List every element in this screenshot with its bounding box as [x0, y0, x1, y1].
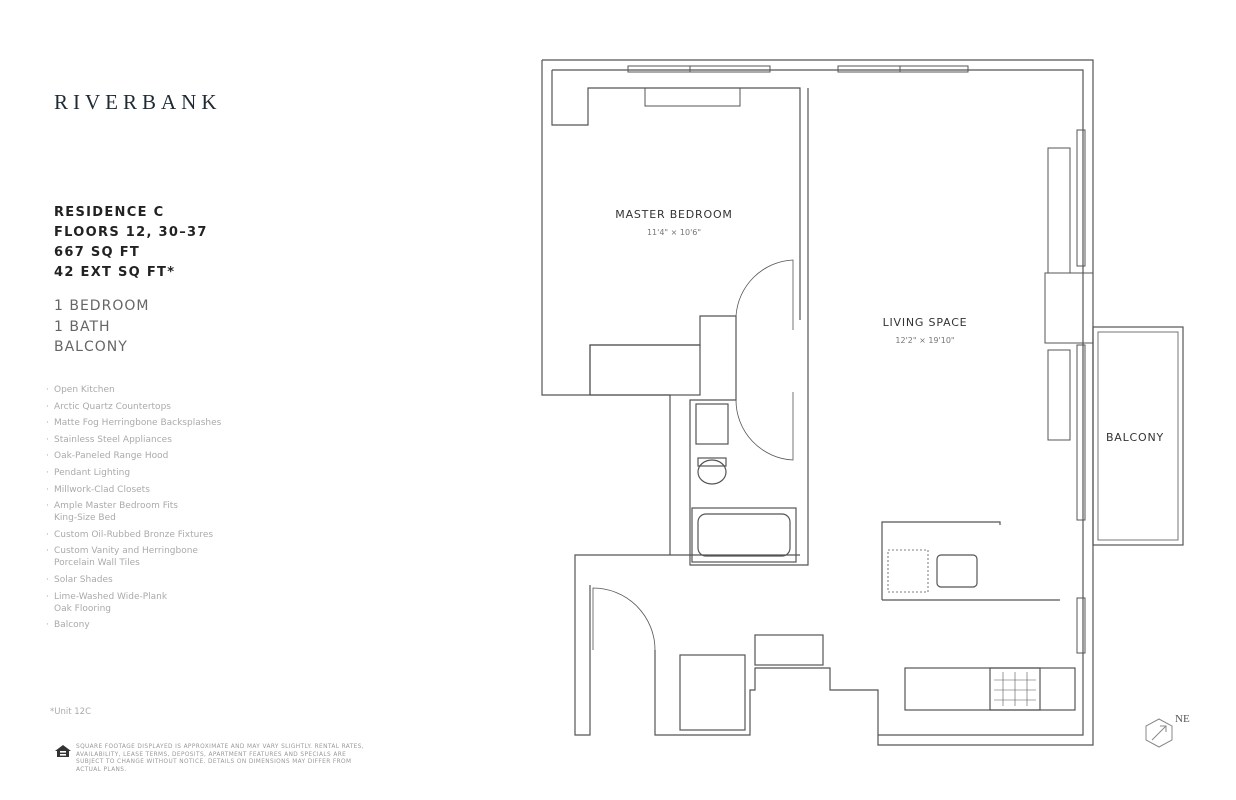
feature-item: Custom Vanity and Herringbone Porcelain …: [46, 545, 204, 569]
summary-item: BALCONY: [54, 339, 128, 355]
closet: [754, 634, 824, 666]
interior-wall: [552, 69, 1084, 736]
closet: [679, 654, 746, 731]
feature-item: Matte Fog Herringbone Backsplashes: [46, 417, 246, 429]
residence-sqft: 667 SQ FT: [54, 245, 141, 260]
exterior-wall-left: [541, 60, 801, 555]
residence-floors: FLOORS 12, 30–37: [54, 225, 208, 240]
room-dims-master-bedroom: 11'4" × 10'6": [647, 228, 701, 237]
entry-door: [592, 587, 656, 651]
feature-item: Lime-Washed Wide-Plank Oak Flooring: [46, 591, 174, 615]
feature-item: Millwork-Clad Closets: [46, 484, 246, 496]
feature-item: Open Kitchen: [46, 384, 246, 396]
summary-item: 1 BATH: [54, 318, 111, 335]
feature-item: Pendant Lighting: [46, 467, 246, 479]
feature-item: Stainless Steel Appliances: [46, 434, 246, 446]
closet: [589, 344, 701, 396]
kitchen-island: [881, 521, 1060, 601]
footnote: *Unit 12C: [50, 707, 92, 717]
room-dims-living-space: 12'2" × 19'10": [895, 336, 954, 345]
kitchen-sink: [936, 554, 978, 588]
residence-name: RESIDENCE C: [54, 205, 165, 220]
feature-item: Custom Oil-Rubbed Bronze Fixtures: [46, 529, 246, 541]
balcony-outline: [1092, 326, 1184, 546]
disclaimer: SQUARE FOOTAGE DISPLAYED IS APPROXIMATE …: [76, 744, 365, 773]
feature-item: Oak-Paneled Range Hood: [46, 450, 246, 462]
north-arrow-hexagon-icon: [1145, 718, 1173, 748]
window: [627, 65, 1094, 654]
bath-door: [735, 392, 794, 461]
exterior-wall: [542, 59, 1094, 746]
feature-item: Ample Master Bedroom Fits King-Size Bed: [46, 500, 184, 524]
summary-item: 1 BEDROOM: [54, 298, 150, 314]
equal-housing-opportunity-icon: [55, 745, 71, 757]
room-label-master-bedroom: MASTER BEDROOM: [615, 208, 732, 221]
vanity-sink: [695, 403, 729, 445]
residence-ext-sqft: 42 EXT SQ FT*: [54, 265, 176, 280]
feature-item: Solar Shades: [46, 574, 246, 586]
stove: [989, 667, 1041, 711]
dishwasher: [887, 549, 929, 593]
stove-grates: [994, 672, 1036, 706]
compass-label: NE: [1175, 713, 1190, 725]
room-label-living-space: LIVING SPACE: [883, 316, 968, 329]
feature-item: Balcony: [46, 619, 246, 631]
room-summary: 1 BEDROOM 1 BATH BALCONY: [54, 296, 149, 358]
feature-list: Open Kitchen Arctic Quartz Countertops M…: [46, 384, 246, 636]
bathtub: [691, 507, 797, 563]
room-label-balcony: BALCONY: [1106, 431, 1164, 444]
feature-item: Arctic Quartz Countertops: [46, 401, 246, 413]
residence-specs: RESIDENCE C FLOORS 12, 30–37 667 SQ FT 4…: [54, 203, 208, 283]
bedroom-door: [735, 259, 794, 330]
toilet: [697, 459, 727, 485]
brand-logo: RIVERBANK: [54, 90, 222, 114]
bedroom-wall: [589, 88, 809, 566]
